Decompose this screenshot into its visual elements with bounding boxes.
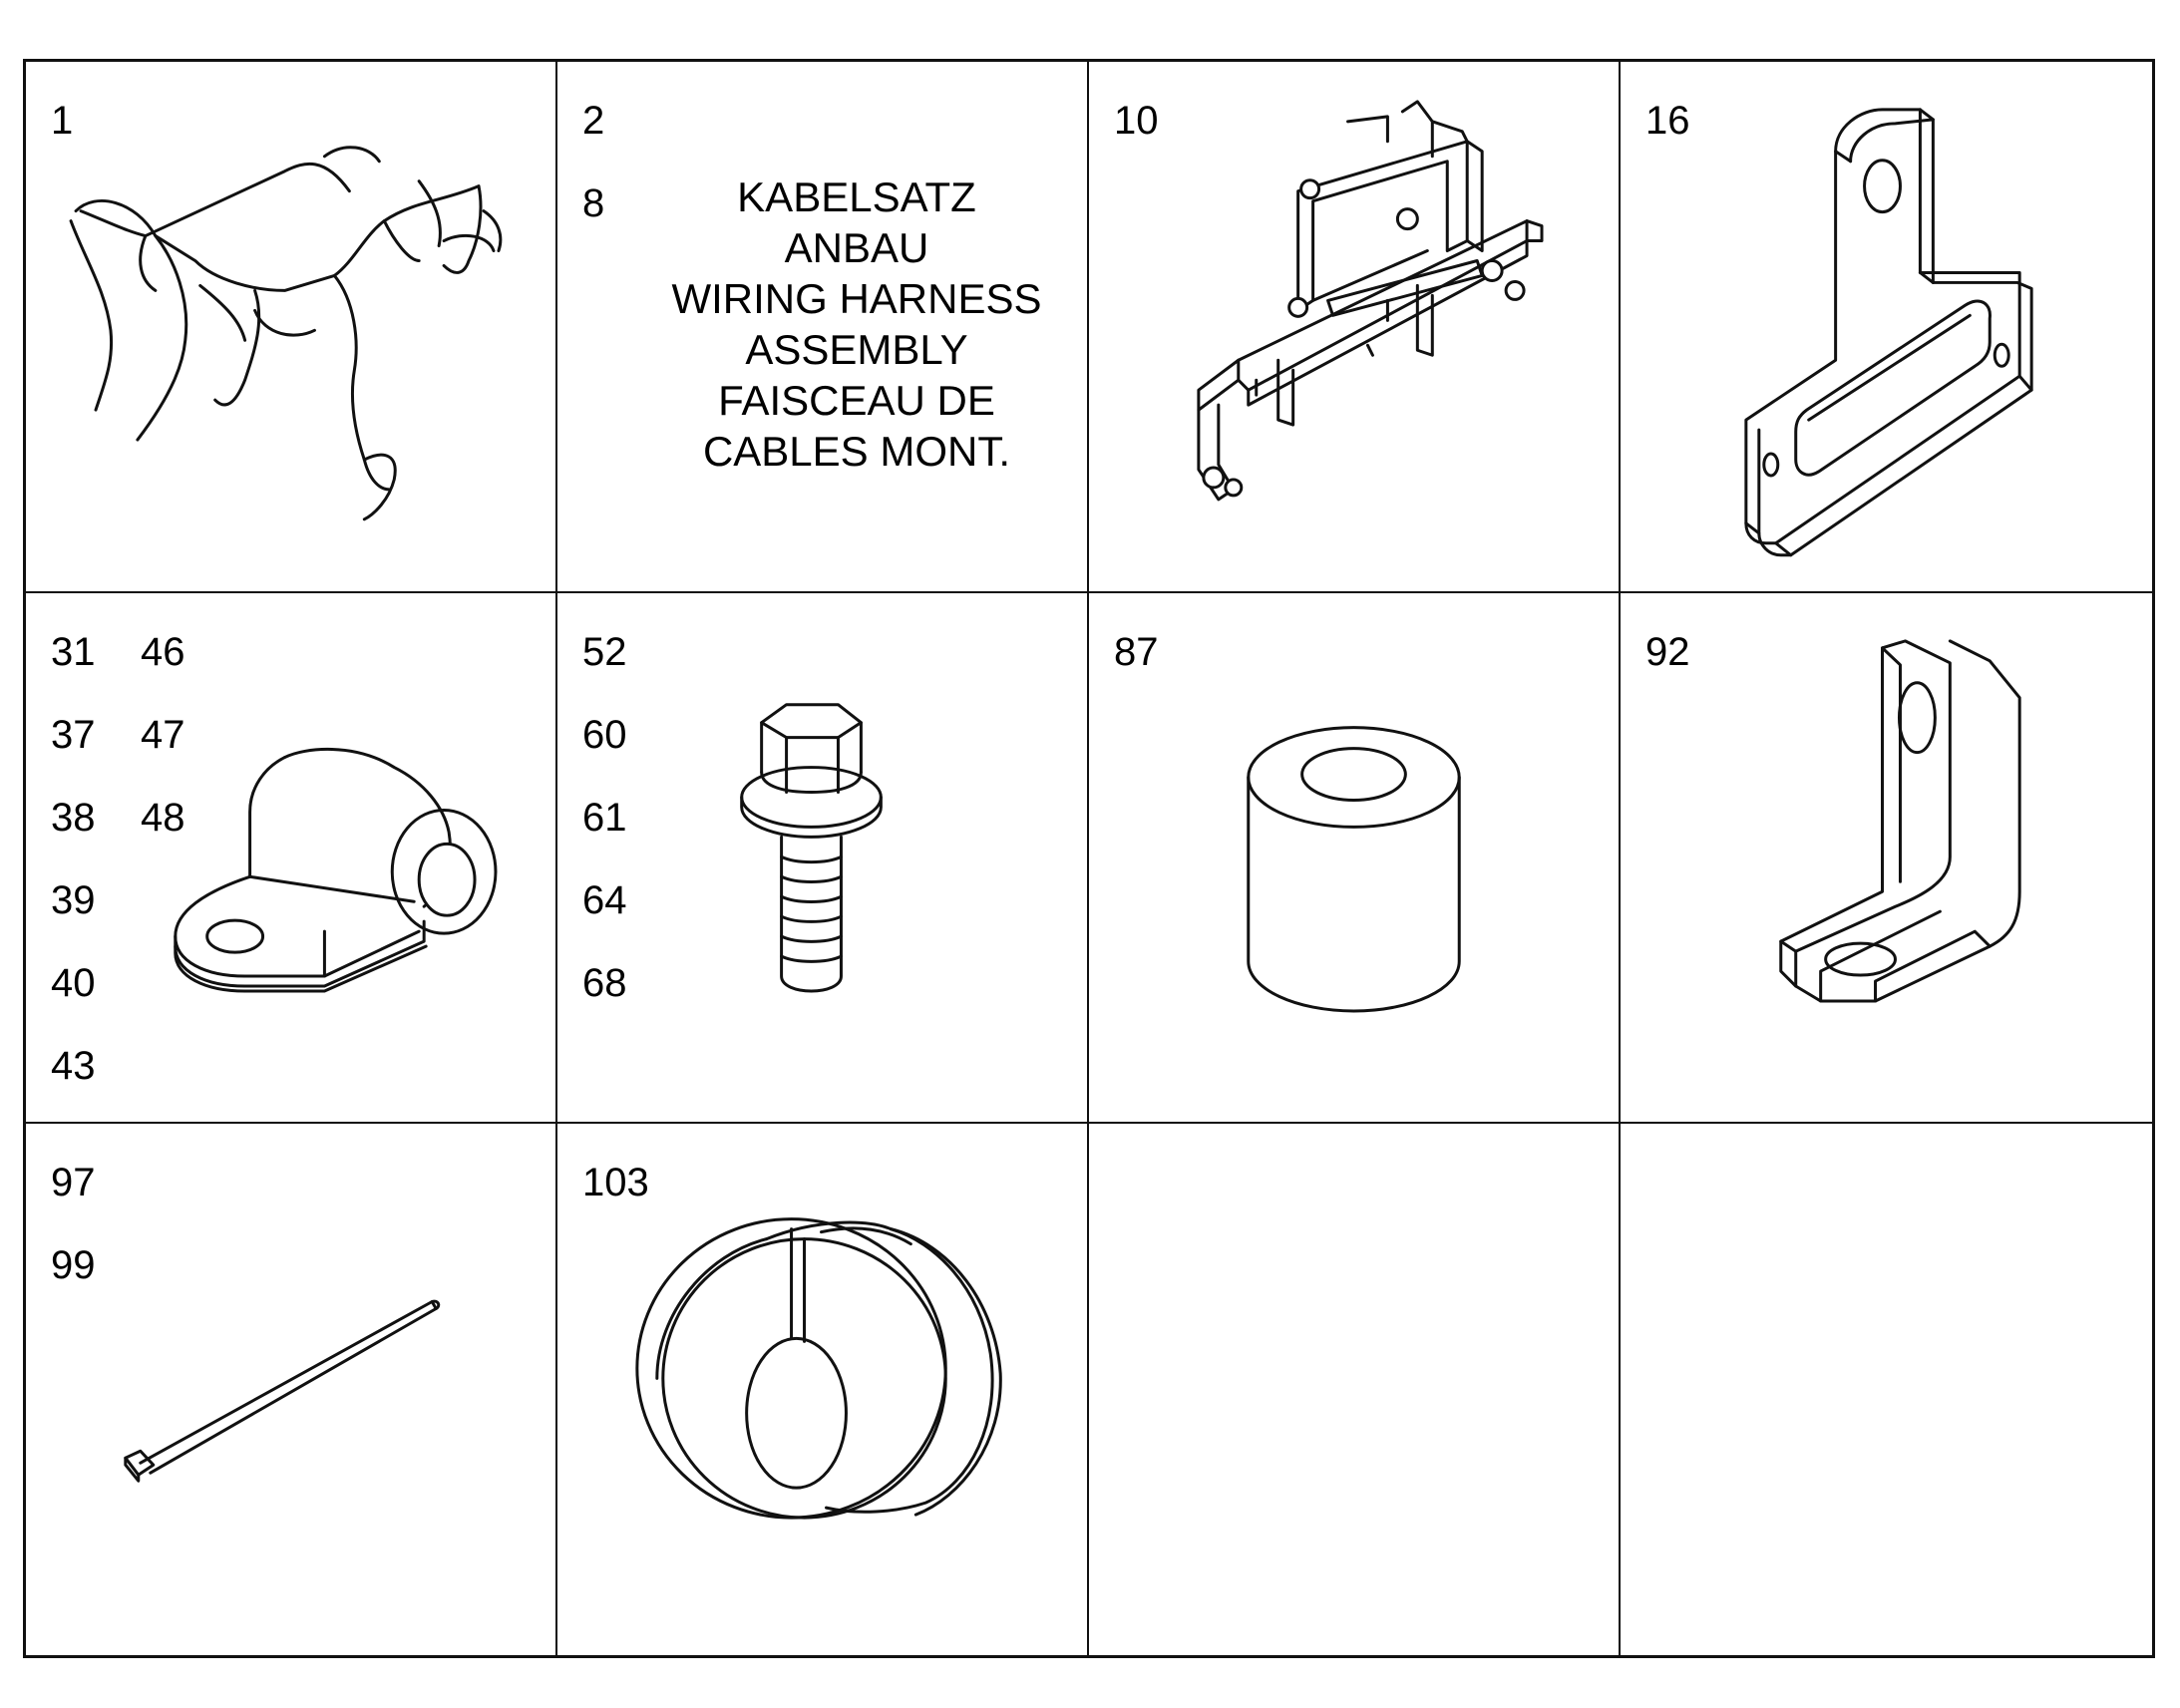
part-cell-2: 2 8 KABELSATZ ANBAU WIRING HARNESS ASSEM… — [557, 62, 1089, 593]
part-cell-16: 16 — [1621, 62, 2152, 593]
part-numbers: 31 46 37 47 38 48 39 40 43 — [51, 611, 220, 1108]
part-numbers: 87 — [1114, 611, 1159, 694]
part-number: 37 — [51, 712, 96, 757]
part-cell-52: 52 60 61 64 68 — [557, 592, 1089, 1125]
part-number: 48 — [141, 795, 185, 840]
part-number: 43 — [51, 1043, 96, 1088]
part-number: 92 — [1645, 629, 1690, 674]
spacer-sleeve-icon — [1247, 725, 1461, 1013]
parts-grid: 1 2 8 KABELSATZ ANBAU — [23, 59, 2155, 1658]
part-numbers: 10 — [1114, 80, 1159, 163]
wiring-harness-icon — [69, 146, 503, 521]
empty-cell — [1621, 1124, 2152, 1655]
part-number: 2 — [582, 99, 605, 143]
description-line: FAISCEAU DE — [718, 377, 995, 424]
part-number: 64 — [582, 877, 627, 922]
part-number: 16 — [1645, 99, 1690, 143]
description-line: WIRING HARNESS — [671, 275, 1042, 322]
part-number: 103 — [582, 1161, 649, 1205]
part-number: 46 — [141, 629, 185, 674]
mounting-frame-icon — [1197, 100, 1544, 502]
part-numbers: 97 99 — [51, 1142, 96, 1307]
part-numbers: 2 8 — [582, 80, 604, 245]
part-number: 8 — [582, 181, 605, 225]
part-number: 60 — [582, 712, 627, 757]
part-number: 61 — [582, 795, 627, 840]
part-numbers: 52 60 61 64 68 — [582, 611, 627, 1025]
wiring-harness-description: KABELSATZ ANBAU WIRING HARNESS ASSEMBLY … — [657, 171, 1056, 477]
part-number: 10 — [1114, 99, 1159, 143]
flange-bolt-icon — [740, 702, 883, 993]
part-number: 38 — [51, 795, 96, 840]
part-cell-1: 1 — [26, 62, 557, 593]
empty-cell — [1089, 1124, 1621, 1655]
slotted-bracket-icon — [1744, 108, 2033, 557]
cable-clamp-icon — [174, 747, 498, 993]
part-cell-87: 87 — [1089, 592, 1621, 1125]
description-line: ANBAU — [784, 224, 929, 271]
part-number: 52 — [582, 629, 627, 674]
description-line: ASSEMBLY — [745, 326, 968, 373]
part-number: 47 — [141, 712, 185, 757]
part-number: 99 — [51, 1243, 96, 1288]
part-number: 40 — [51, 960, 96, 1005]
part-cell-103: 103 — [557, 1124, 1089, 1655]
part-numbers: 16 — [1645, 80, 1690, 163]
part-number: 87 — [1114, 629, 1159, 674]
part-cell-31: 31 46 37 47 38 48 39 40 43 — [26, 592, 557, 1125]
part-numbers: 1 — [51, 80, 73, 163]
description-line: KABELSATZ — [737, 173, 976, 220]
description-line: CABLES MONT. — [702, 428, 1011, 475]
part-number: 39 — [51, 877, 96, 922]
grommet-icon — [635, 1217, 1002, 1520]
cable-tie-icon — [124, 1299, 441, 1483]
part-cell-92: 92 — [1621, 593, 2152, 1125]
part-numbers: 103 — [582, 1142, 649, 1224]
part-cell-10: 10 — [1089, 62, 1621, 593]
part-number: 1 — [51, 99, 74, 143]
part-number: 97 — [51, 1161, 96, 1205]
part-numbers: 92 — [1645, 611, 1690, 694]
part-cell-97: 97 99 — [26, 1124, 557, 1655]
part-number: 68 — [582, 960, 627, 1005]
part-number: 31 — [51, 629, 96, 674]
angle-bracket-icon — [1779, 639, 2021, 1003]
